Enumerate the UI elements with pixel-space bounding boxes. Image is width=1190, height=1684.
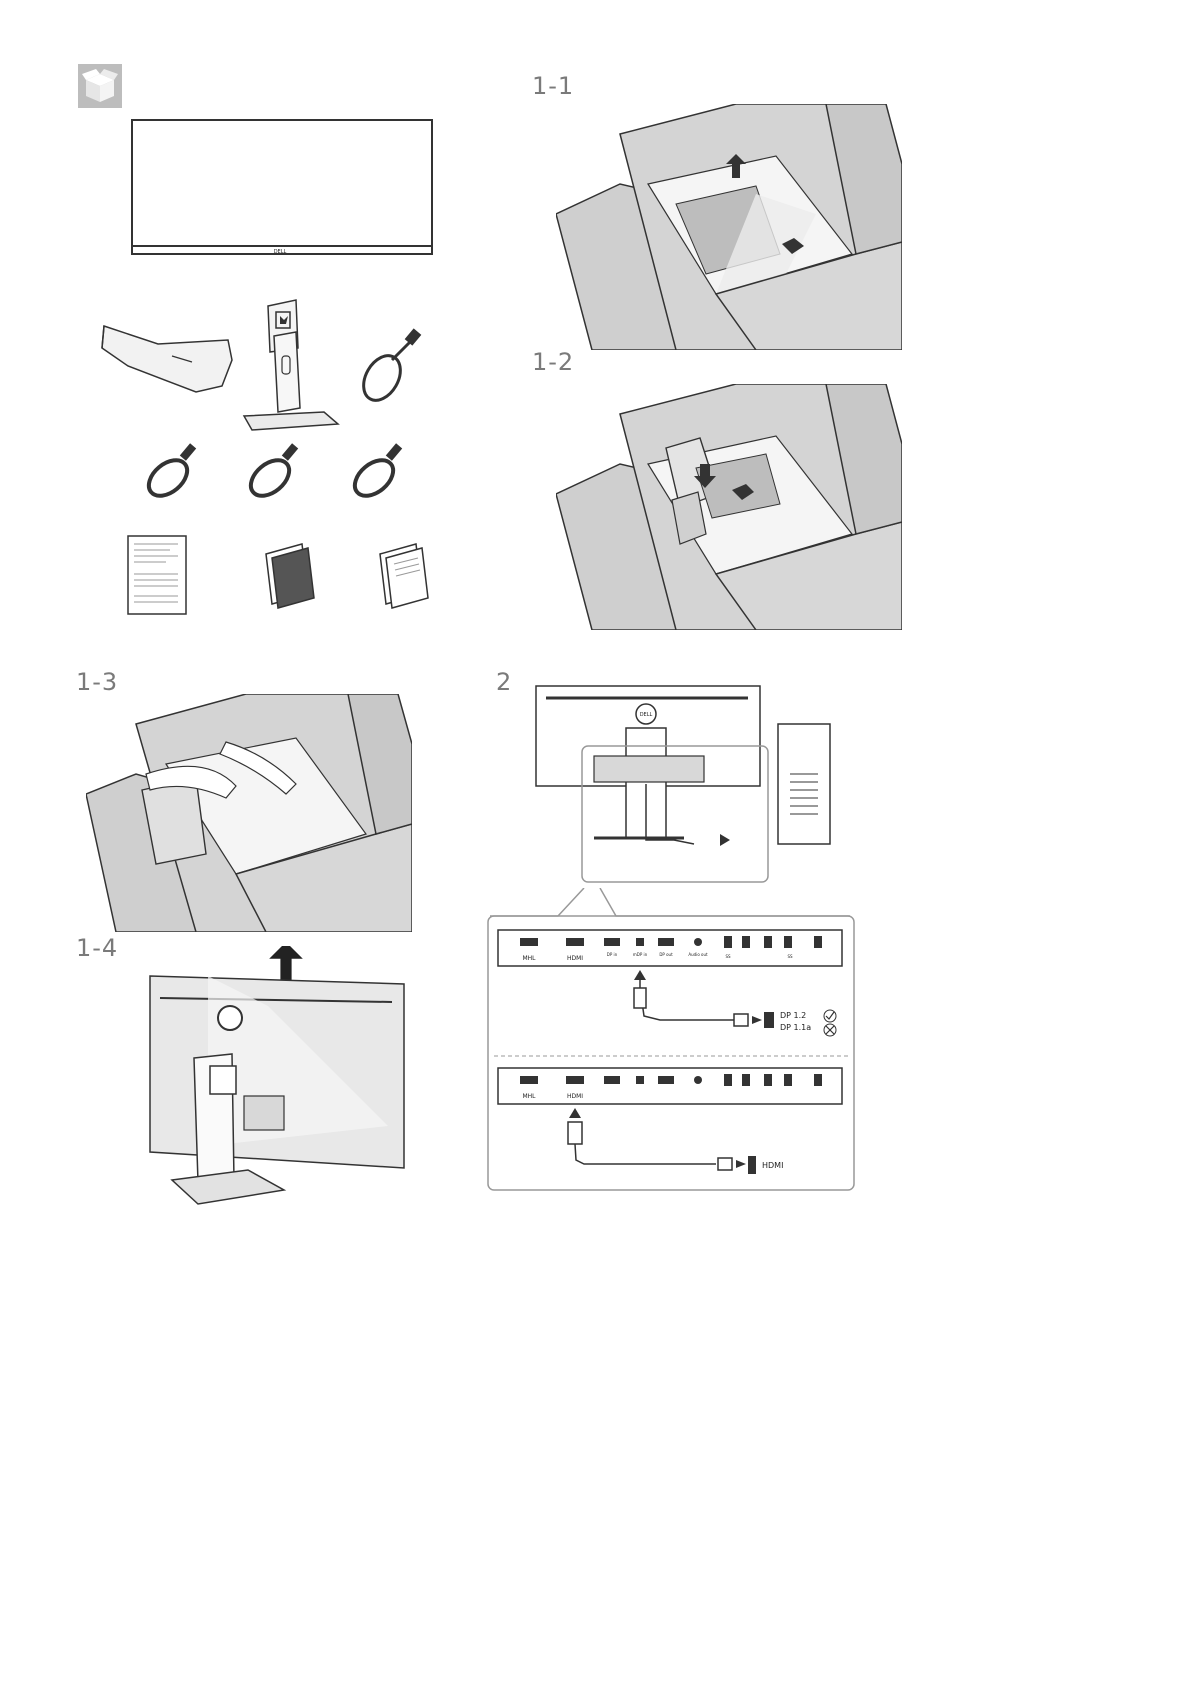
stand-illustration bbox=[238, 296, 348, 436]
port-label-audio-out: Audio out bbox=[688, 952, 708, 957]
cable-cover-illustration bbox=[98, 296, 238, 406]
step-label-1-1: 1-1 bbox=[532, 72, 574, 100]
step-1-1-open-box-illustration bbox=[556, 104, 902, 350]
port-label-hdmi-2: HDMI bbox=[567, 1093, 583, 1100]
mdp-cable-illustration bbox=[242, 440, 312, 510]
dp-cable-illustration bbox=[140, 440, 210, 510]
port-label-mhl-2: MHL bbox=[522, 1093, 536, 1100]
step-1-3-lift-illustration bbox=[86, 694, 412, 932]
quick-setup-guide-illustration bbox=[262, 540, 322, 610]
dp11a-label: DP 1.1a bbox=[780, 1023, 811, 1032]
dp12-label: DP 1.2 bbox=[780, 1011, 806, 1020]
port-label-dp-in: DP in bbox=[607, 952, 618, 957]
step-label-2: 2 bbox=[496, 668, 512, 696]
calibration-report-illustration bbox=[126, 534, 190, 618]
step-label-1-2: 1-2 bbox=[532, 348, 574, 376]
port-label-dp-out: DP out bbox=[659, 952, 673, 957]
port-label-ss-usb: SS bbox=[787, 954, 793, 959]
monitor-front-illustration: DELL bbox=[130, 118, 440, 260]
step-1-4-monitor-back-illustration bbox=[148, 946, 410, 1216]
step-label-1-4: 1-4 bbox=[76, 934, 118, 962]
power-cord-illustration bbox=[352, 320, 432, 410]
usb-cable-illustration bbox=[346, 440, 416, 510]
port-detail-panel: MHL HDMI DP in mDP in DP out Audio out S… bbox=[484, 888, 860, 1196]
step-2-brand-text: DELL bbox=[640, 712, 653, 718]
port-label-hdmi: HDMI bbox=[567, 955, 583, 962]
port-label-ss-up: SS bbox=[725, 954, 731, 959]
port-label-mhl: MHL bbox=[522, 955, 536, 962]
hdmi-target-label: HDMI bbox=[762, 1161, 783, 1170]
step-1-2-attach-stand-illustration bbox=[556, 384, 902, 630]
step-2-monitor-rear-illustration: DELL bbox=[534, 684, 834, 886]
check-icon bbox=[824, 1010, 836, 1022]
monitor-brand-text: DELL bbox=[274, 249, 287, 255]
step-label-1-3: 1-3 bbox=[76, 668, 118, 696]
open-box-icon bbox=[78, 64, 122, 108]
cross-icon bbox=[824, 1024, 836, 1036]
safety-information-illustration bbox=[376, 540, 436, 610]
port-label-mdp-in: mDP in bbox=[633, 952, 648, 957]
